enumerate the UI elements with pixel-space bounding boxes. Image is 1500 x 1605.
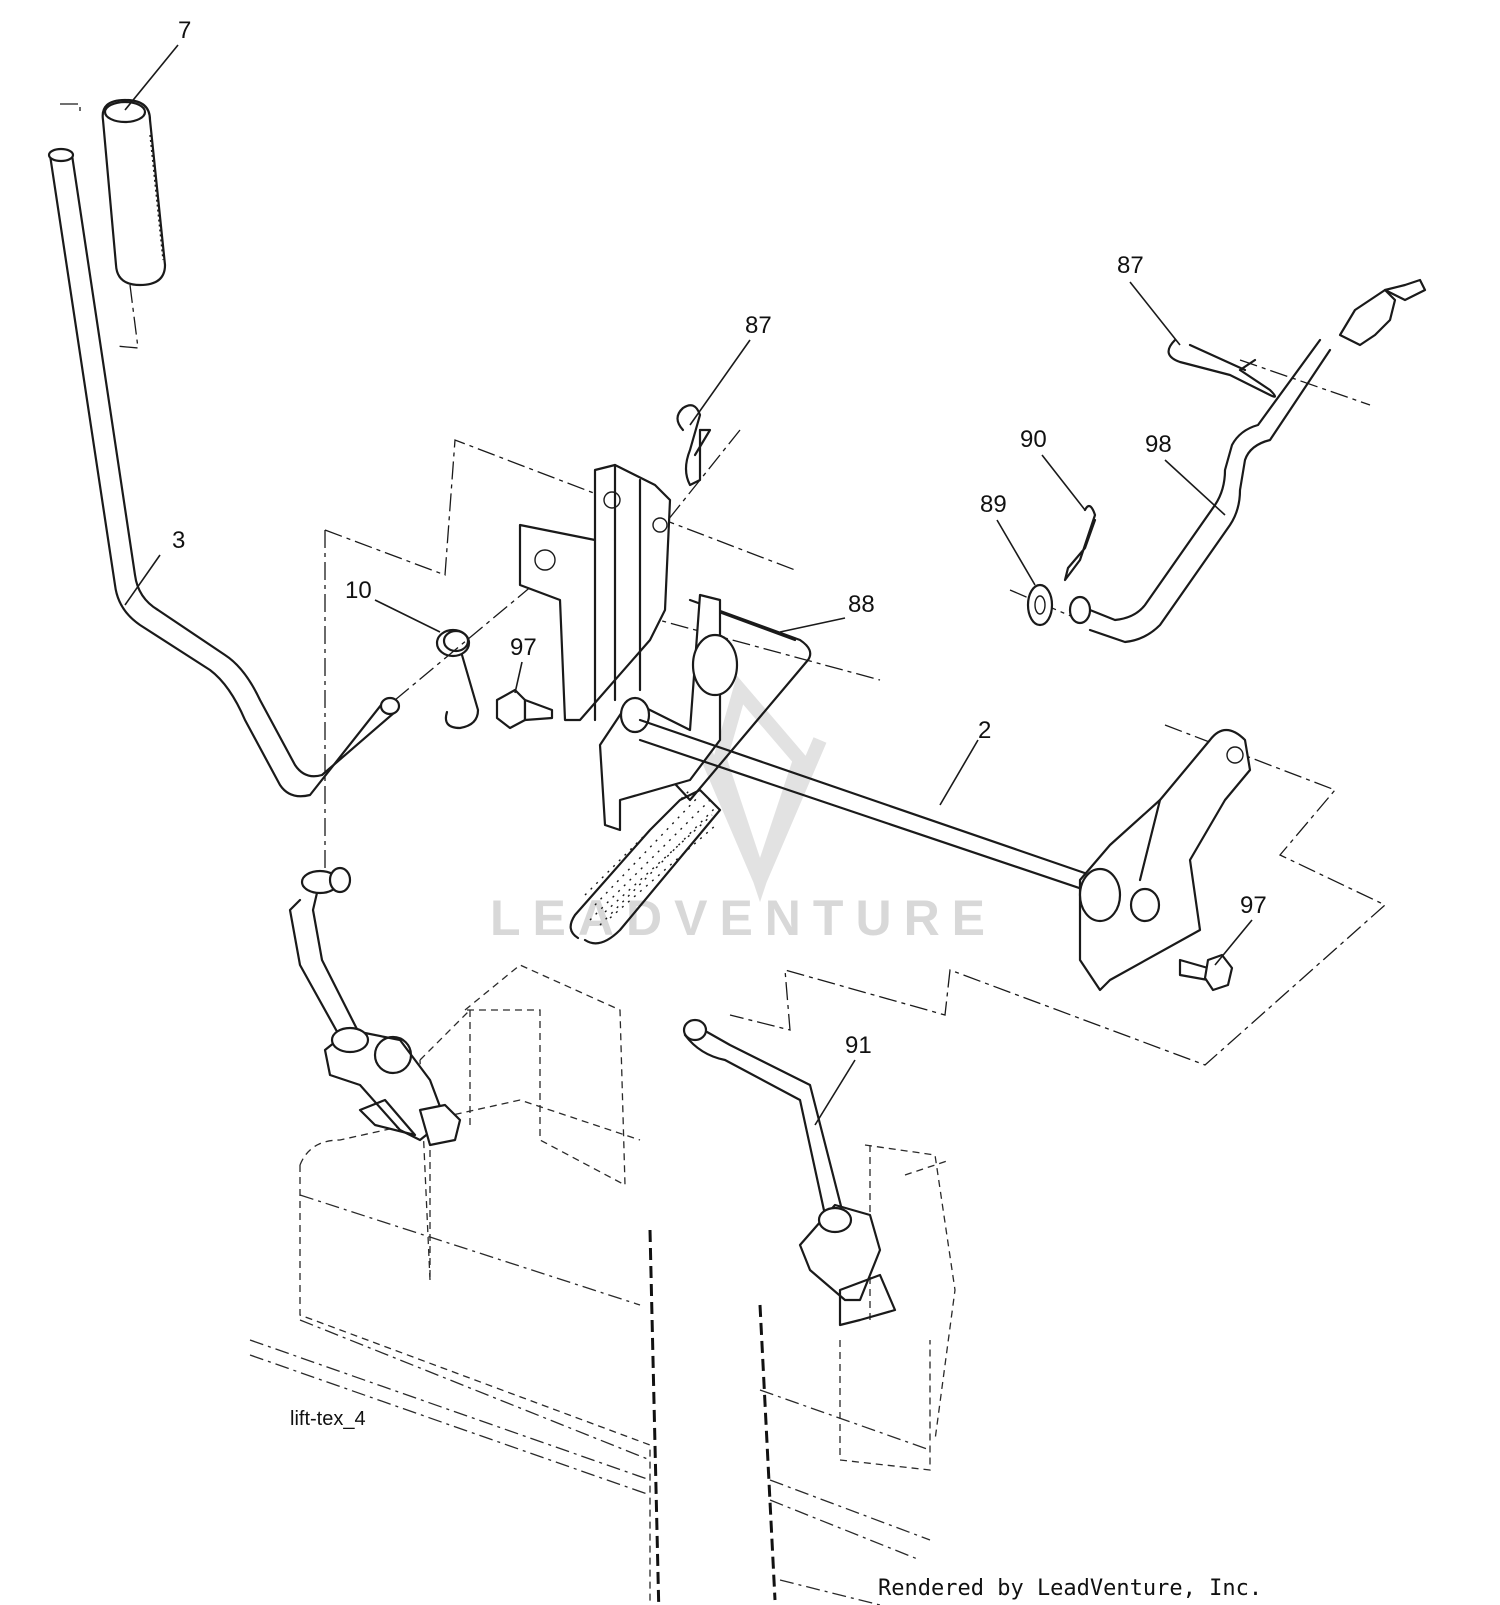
part-hairpin-small bbox=[1063, 504, 1097, 582]
callout-90: 90 bbox=[1020, 426, 1047, 453]
callouts: 7 3 10 97 87 88 87 90 98 89 2 97 91 bbox=[172, 17, 1267, 1059]
part-hairpin-right bbox=[1167, 338, 1277, 398]
part-left-link bbox=[288, 866, 462, 1147]
callout-3: 3 bbox=[172, 527, 185, 554]
callout-91: 91 bbox=[845, 1032, 872, 1059]
part-bracket bbox=[518, 463, 672, 722]
watermark-text: LEADVENTURE bbox=[490, 890, 997, 946]
callout-98: 98 bbox=[1145, 431, 1172, 458]
callout-97-a: 97 bbox=[510, 634, 537, 661]
part-extension-spring bbox=[569, 788, 722, 945]
part-mounting-plate bbox=[598, 593, 739, 832]
part-grip bbox=[101, 98, 167, 287]
leader-lines bbox=[124, 44, 1253, 1126]
part-torsion-spring bbox=[435, 628, 480, 730]
figure-id: lift-tex_4 bbox=[290, 1408, 366, 1430]
part-lift-handle bbox=[47, 147, 401, 798]
centerlines bbox=[60, 103, 1387, 1066]
callout-97-b: 97 bbox=[1240, 892, 1267, 919]
part-lift-arm bbox=[1078, 728, 1252, 992]
callout-88: 88 bbox=[848, 591, 875, 618]
watermark: LEADVENTURE bbox=[490, 675, 997, 946]
part-bolt-left bbox=[495, 688, 554, 730]
callout-7: 7 bbox=[178, 17, 191, 44]
part-right-link bbox=[682, 1018, 897, 1327]
part-washer bbox=[1026, 583, 1054, 627]
callout-2: 2 bbox=[978, 717, 991, 744]
part-bolt-right bbox=[1178, 953, 1234, 992]
callout-89: 89 bbox=[980, 491, 1007, 518]
part-hairpin-left bbox=[676, 404, 712, 487]
part-adjust-rod bbox=[1068, 278, 1427, 644]
render-credit: Rendered by LeadVenture, Inc. bbox=[878, 1576, 1262, 1601]
callout-87-a: 87 bbox=[745, 312, 772, 339]
part-lift-shaft bbox=[638, 718, 1107, 897]
callout-10: 10 bbox=[345, 577, 372, 604]
callout-87-b: 87 bbox=[1117, 252, 1144, 279]
watermark-logo-icon bbox=[693, 675, 827, 903]
